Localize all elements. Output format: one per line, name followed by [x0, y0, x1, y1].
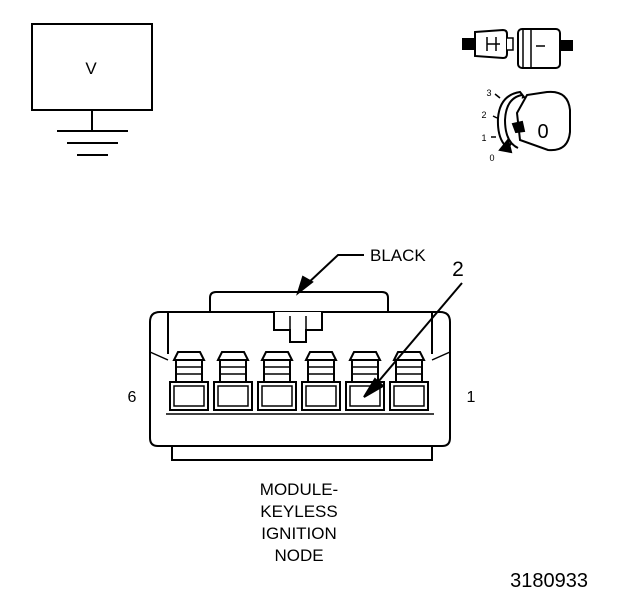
callout-number: 2	[452, 258, 464, 281]
connector-cavities	[169, 351, 429, 411]
key-position-label: 0	[537, 121, 548, 143]
color-label-leader	[296, 254, 364, 296]
pin-number-left: 6	[128, 389, 137, 406]
connector-color-label: BLACK	[370, 246, 426, 265]
ignition-key-icon	[491, 90, 571, 154]
cavity-pin-6	[169, 351, 209, 411]
caption-line-4: NODE	[274, 546, 323, 565]
probe-arrow	[363, 282, 463, 398]
ground-icon	[57, 130, 128, 156]
voltmeter-symbol	[31, 23, 153, 156]
voltmeter-label: V	[85, 59, 97, 78]
key-position-0: 0	[489, 153, 494, 163]
caption-line-3: IGNITION	[261, 524, 337, 543]
cavity-pin-4	[257, 351, 297, 411]
caption-line-2: KEYLESS	[260, 502, 338, 521]
key-position-2: 2	[481, 110, 486, 120]
pin-number-right: 1	[467, 389, 476, 406]
figure-id: 3180933	[510, 570, 588, 592]
cavity-pin-3	[301, 351, 341, 411]
key-position-1: 1	[481, 133, 486, 143]
key-position-3: 3	[486, 88, 491, 98]
disconnected-connector-icon	[462, 28, 573, 69]
caption-line-1: MODULE-	[260, 480, 338, 499]
cavity-pin-5	[213, 351, 253, 411]
connector-caption: MODULE- KEYLESS IGNITION NODE	[260, 480, 338, 565]
